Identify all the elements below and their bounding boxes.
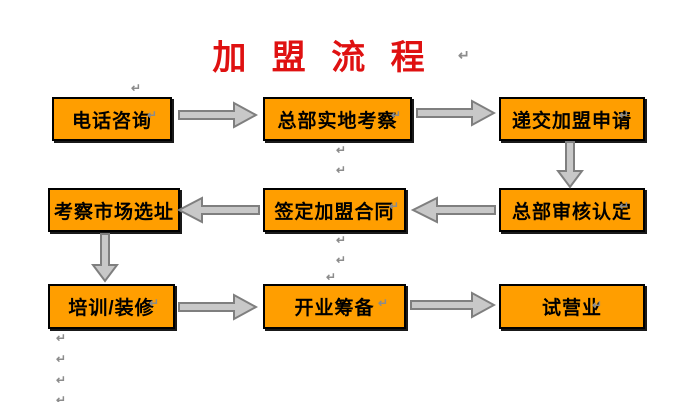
paragraph-mark-icon: ↵ — [336, 143, 347, 157]
paragraph-mark-icon: ↵ — [56, 393, 67, 402]
flow-step-5-sign-contract: 签定加盟合同 — [263, 188, 406, 232]
paragraph-mark-icon: ↵ — [458, 47, 470, 63]
paragraph-mark-icon: ↵ — [56, 352, 67, 366]
paragraph-mark-icon: ↵ — [389, 199, 400, 213]
paragraph-mark-icon: ↵ — [56, 331, 67, 345]
paragraph-mark-icon: ↵ — [131, 81, 142, 95]
paragraph-mark-icon: ↵ — [336, 253, 347, 267]
paragraph-mark-icon: ↵ — [391, 108, 402, 122]
paragraph-mark-icon: ↵ — [56, 373, 67, 387]
arrow-right-step1-step2-icon — [178, 101, 258, 129]
flow-step-2-hq-site-visit: 总部实地考察 — [263, 97, 412, 141]
paragraph-mark-icon: ↵ — [619, 199, 630, 213]
paragraph-mark-icon: ↵ — [592, 298, 603, 312]
arrow-left-step5-step6-icon — [176, 196, 260, 224]
paragraph-mark-icon: ↵ — [336, 233, 347, 247]
paragraph-mark-icon: ↵ — [147, 108, 158, 122]
arrow-down-step3-step4-icon — [556, 141, 584, 189]
flow-step-6-market-site-selection: 考察市场选址 — [48, 188, 180, 232]
paragraph-mark-icon: ↵ — [378, 296, 389, 310]
flow-step-7-training-decoration: 培训/装修 — [48, 284, 175, 329]
arrow-right-step8-step9-icon — [410, 291, 496, 319]
paragraph-mark-icon: ↵ — [149, 296, 160, 310]
paragraph-mark-icon: ↵ — [326, 270, 337, 284]
arrow-left-step4-step5-icon — [410, 196, 496, 224]
flow-step-3-submit-application: 递交加盟申请 — [499, 97, 645, 141]
arrow-down-step6-step7-icon — [91, 233, 119, 283]
paragraph-mark-icon: ↵ — [619, 108, 630, 122]
page-title: 加 盟 流 程 — [212, 39, 433, 77]
flow-step-4-hq-review: 总部审核认定 — [499, 188, 645, 232]
arrow-right-step7-step8-icon — [178, 293, 258, 321]
paragraph-mark-icon: ↵ — [336, 163, 347, 177]
flow-step-9-trial-operation: 试营业 — [499, 284, 645, 329]
flow-step-8-opening-preparation: 开业筹备 — [263, 284, 406, 329]
arrow-right-step2-step3-icon — [416, 99, 496, 127]
flow-step-1-phone-consult: 电话咨询 — [52, 97, 172, 141]
